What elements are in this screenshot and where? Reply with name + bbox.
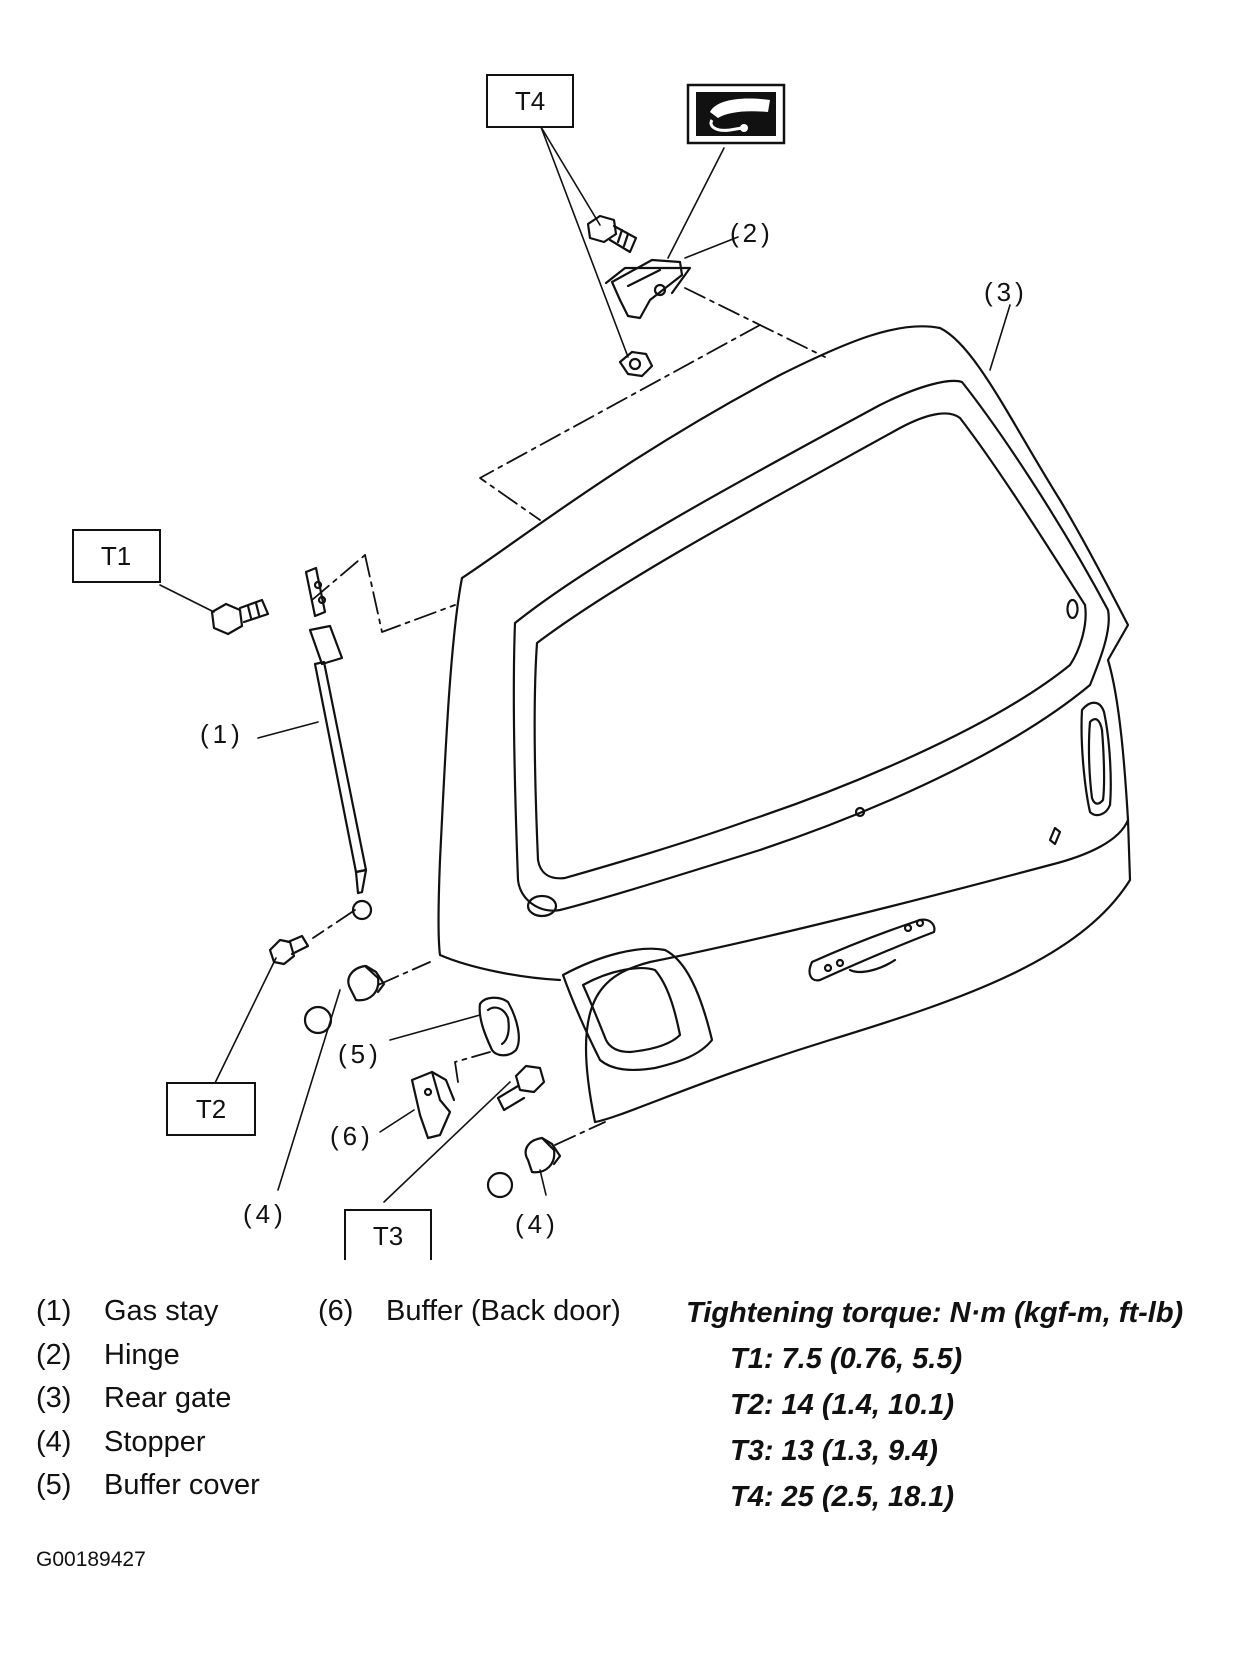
svg-text:T2: T2 xyxy=(196,1094,226,1124)
legend-item: (3)Rear gate xyxy=(36,1382,232,1414)
construction-lines xyxy=(311,287,826,1146)
callout-1: (1) xyxy=(200,719,244,749)
svg-text:T3: T3 xyxy=(373,1221,403,1251)
torque-box-t4: T4 xyxy=(486,74,574,128)
stopper-lower-part xyxy=(486,1136,562,1199)
callout-4-right: (4) xyxy=(515,1209,559,1239)
callout-4-left: (4) xyxy=(243,1199,287,1229)
legend-item: (2)Hinge xyxy=(36,1338,180,1371)
legend-item: (1)Gas stay xyxy=(36,1295,219,1327)
callout-2: (2) xyxy=(730,218,774,248)
svg-text:T4: T4 xyxy=(515,86,545,116)
leader-lines xyxy=(159,126,1011,1203)
parts-legend: (1)Gas stay (2)Hinge (3)Rear gate (4)Sto… xyxy=(36,1290,260,1508)
stopper-upper-part xyxy=(303,964,386,1035)
rear-gate-exploded-diagram: T4 T1 T2 T3 (1) (2) (3) (4) (4) (5) (6) xyxy=(72,74,1132,1260)
buffer-back-door-part xyxy=(410,1070,456,1140)
gas-stay-part xyxy=(304,566,373,921)
legend-item: (4)Stopper xyxy=(36,1425,206,1458)
t3-bolt-part xyxy=(496,1064,546,1112)
t4-nut-part xyxy=(618,350,654,378)
callout-5: (5) xyxy=(338,1039,382,1069)
torque-heading: Tightening torque: N·m (kgf-m, ft-lb) xyxy=(686,1297,1184,1329)
hinge-part xyxy=(604,258,692,320)
callout-6: (6) xyxy=(330,1121,374,1151)
rear-gate-part xyxy=(437,325,1132,1124)
torque-value-t4: T4: 25 (2.5, 18.1) xyxy=(730,1481,955,1513)
legend-item: (6)Buffer (Back door) xyxy=(318,1295,621,1327)
torque-box-t1: T1 xyxy=(72,529,161,583)
torque-value-t2: T2: 14 (1.4, 10.1) xyxy=(730,1389,955,1421)
torque-value-t1: T1: 7.5 (0.76, 5.5) xyxy=(730,1343,963,1375)
grease-gun-icon xyxy=(686,83,786,145)
torque-value-t3: T3: 13 (1.3, 9.4) xyxy=(730,1435,938,1467)
t1-bolt-part xyxy=(210,598,270,636)
torque-box-t3: T3 xyxy=(344,1209,432,1260)
legend-item: (5)Buffer cover xyxy=(36,1469,260,1501)
t4-bolt-part xyxy=(586,214,638,254)
figure-code: G00189427 xyxy=(36,1548,146,1571)
parts-legend-continued: (6)Buffer (Back door) xyxy=(318,1290,621,1334)
buffer-cover-part xyxy=(478,996,520,1057)
torque-specifications: Tightening torque: N·m (kgf-m, ft-lb) T1… xyxy=(686,1290,1183,1520)
svg-text:T1: T1 xyxy=(101,541,131,571)
callout-3: (3) xyxy=(984,277,1028,307)
torque-box-t2: T2 xyxy=(166,1082,256,1136)
